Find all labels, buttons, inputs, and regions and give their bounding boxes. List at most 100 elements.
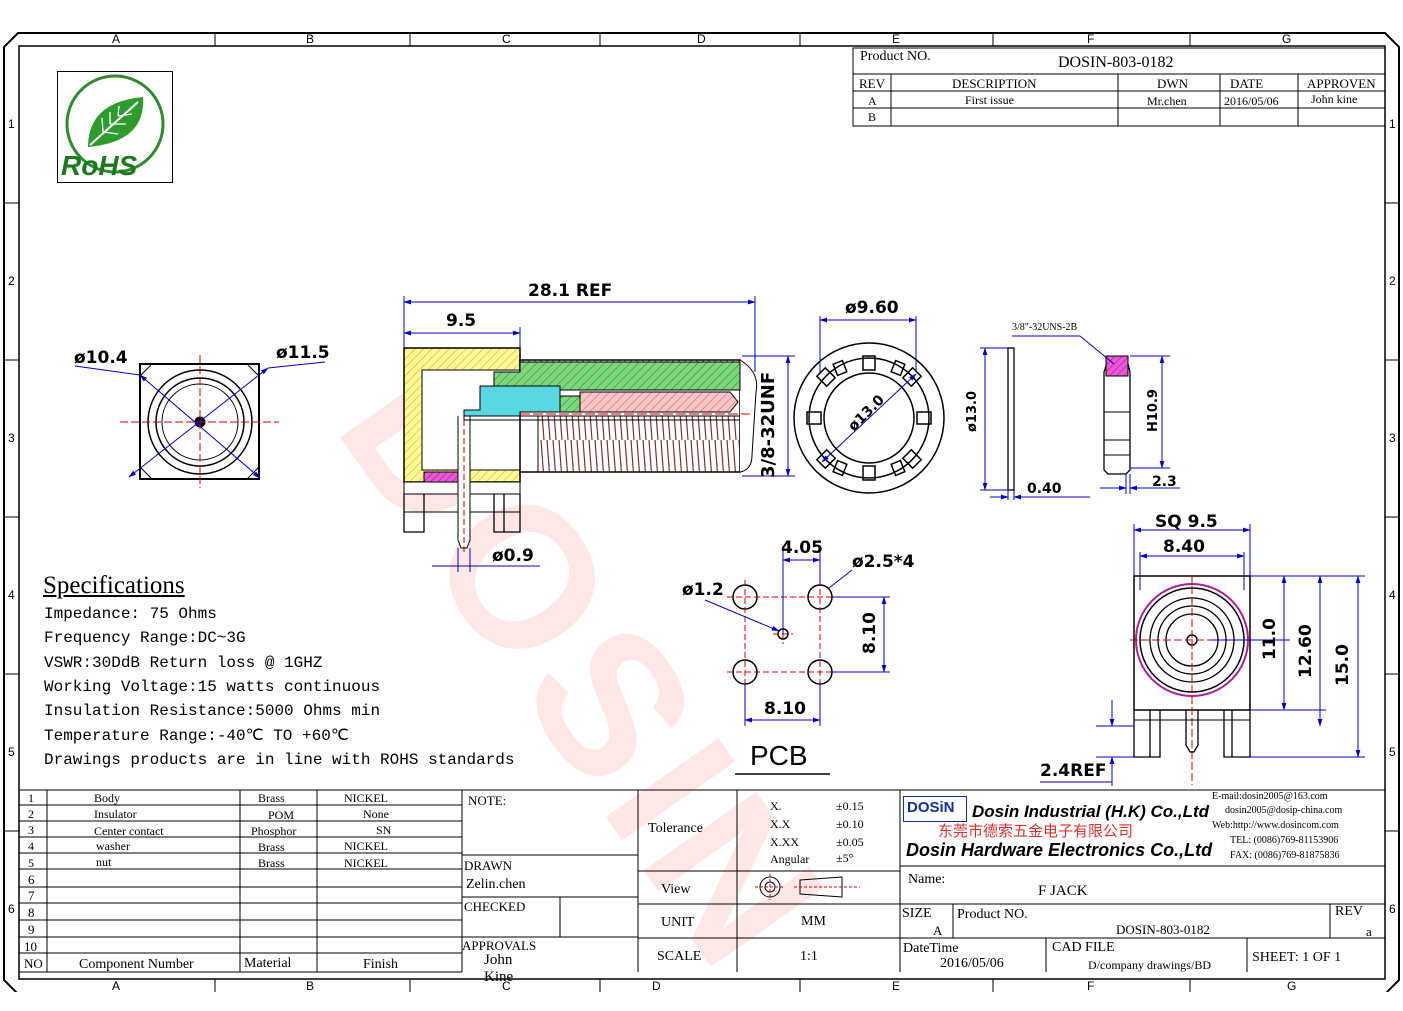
company-fax: FAX: (0086)769-81875836 <box>1230 850 1340 861</box>
dim-pcb-hole: ø2.5*4 <box>852 552 915 572</box>
dim-diameter-104: ø10.4 <box>74 348 128 368</box>
tolerance-key: X.XX <box>770 835 799 849</box>
dim-overall-length: 28.1 REF <box>528 281 613 301</box>
row-label-2: 2 <box>8 274 15 288</box>
rev-b: B <box>868 110 877 124</box>
side-section-view <box>403 296 795 572</box>
rev-label: REV <box>1335 904 1363 919</box>
rohs-logo: RoHS <box>57 71 173 183</box>
description-header: DESCRIPTION <box>952 76 1037 91</box>
column-label-e-bottom: E <box>892 979 901 993</box>
spec-insulation: Insulation Resistance:5000 Ohms min <box>44 702 381 720</box>
dim-diameter-115: ø11.5 <box>276 343 330 363</box>
unit-label: UNIT <box>661 915 695 930</box>
column-label-a: A <box>112 32 121 46</box>
rev-a-date: 2016/05/06 <box>1224 94 1279 108</box>
component-material: Brass <box>258 840 285 854</box>
column-label-f: F <box>1087 32 1095 46</box>
pcb-layout <box>704 546 890 775</box>
component-no: 4 <box>28 839 34 853</box>
component-no: 5 <box>28 856 34 870</box>
column-label-d-bottom: D <box>652 979 661 993</box>
approvals-label: APPROVALS <box>462 938 537 953</box>
component-material: Brass <box>258 856 285 870</box>
approvals-value: John Kine <box>484 952 514 986</box>
column-label-c: C <box>502 32 511 46</box>
rev-a-description: First issue <box>965 93 1015 107</box>
company-name-cn: 东莞市德索五金电子有限公司 <box>938 823 1134 840</box>
row-label-1: 1 <box>8 117 15 131</box>
company-name-hk: Dosin Industrial (H.K) Co.,Ltd <box>972 802 1210 821</box>
tolerance-value: ±0.10 <box>836 817 864 831</box>
component-header-no: NO <box>24 956 43 971</box>
cad-label: CAD FILE <box>1052 940 1115 955</box>
connector-front-view <box>1040 524 1365 786</box>
dim-pcb-center: ø1.2 <box>682 580 724 600</box>
datetime-label: DateTime <box>903 941 959 956</box>
dim-pin-diameter: ø0.9 <box>492 546 534 566</box>
spec-impedance: Impedance: 75 Ohms <box>44 605 217 623</box>
dim-nut-thickness: 0.40 <box>1027 481 1062 497</box>
tolerance-value: ±0.15 <box>836 799 864 813</box>
row-label-6: 6 <box>8 902 15 916</box>
row-label-3: 3 <box>8 431 15 445</box>
tolerance-label: Tolerance <box>648 821 703 836</box>
component-name: Center contact <box>94 824 164 838</box>
column-label-f-bottom: F <box>1087 979 1095 993</box>
product-value: DOSIN-803-0182 <box>1116 922 1210 937</box>
spec-rohs: Drawings products are in line with ROHS … <box>44 751 515 769</box>
specifications-title: Specifications <box>43 572 185 599</box>
component-material: Phosphor <box>251 824 297 838</box>
dim-washer-outer: ø9.60 <box>845 298 899 318</box>
column-label-d: D <box>697 32 706 46</box>
dosin-logo-text: DOSiN <box>907 799 955 816</box>
dim-pcb-405: 4.05 <box>781 538 823 558</box>
component-no: 10 <box>24 939 37 954</box>
row-label-4: 4 <box>8 588 15 602</box>
product-no-value: DOSIN-803-0182 <box>1058 54 1174 71</box>
datetime-value: 2016/05/06 <box>940 956 1004 971</box>
dosin-logo: DOSiN <box>903 796 967 822</box>
component-finish: SN <box>376 823 392 837</box>
component-no: 6 <box>28 872 35 887</box>
company-email-2: dosin2005@dosip-china.com <box>1225 805 1343 816</box>
company-name-en: Dosin Hardware Electronics Co.,Ltd <box>906 840 1213 860</box>
rohs-text: RoHS <box>61 150 138 181</box>
scale-value: 1:1 <box>800 949 818 964</box>
component-header-finish: Finish <box>363 957 399 972</box>
view-label: View <box>661 882 691 897</box>
tolerance-key: Angular <box>770 852 810 866</box>
row-label-2-right: 2 <box>1389 274 1396 288</box>
front-view-square <box>74 355 326 488</box>
product-no-label: Product NO. <box>860 49 931 64</box>
component-no: 8 <box>28 905 35 920</box>
component-finish: NICKEL <box>344 791 388 805</box>
component-no: 7 <box>28 888 35 903</box>
component-name: nut <box>96 855 112 869</box>
component-no: 1 <box>28 791 34 805</box>
cad-value: D/company drawings/BD <box>1088 958 1211 972</box>
company-tel: TEL: (0086)769-81153906 <box>1230 835 1339 846</box>
size-label: SIZE <box>902 906 932 921</box>
name-label: Name: <box>908 872 946 887</box>
name-value: F JACK <box>1038 883 1088 899</box>
row-label-1-right: 1 <box>1389 117 1396 131</box>
tolerance-value: ±5° <box>836 851 854 865</box>
component-no: 9 <box>28 922 35 937</box>
component-no: 3 <box>28 823 34 837</box>
pcb-label: PCB <box>750 740 808 771</box>
column-label-c-bottom: C <box>502 979 511 993</box>
component-header-name: Component Number <box>79 957 194 972</box>
component-name: Body <box>94 791 121 805</box>
note-label: NOTE: <box>468 793 507 808</box>
component-material: POM <box>268 808 295 822</box>
leaf-icon <box>65 74 165 174</box>
approved-header: APPROVEN <box>1307 76 1376 91</box>
rev-header: REV <box>859 76 885 91</box>
row-label-6-right: 6 <box>1389 902 1396 916</box>
size-value: A <box>933 923 943 938</box>
